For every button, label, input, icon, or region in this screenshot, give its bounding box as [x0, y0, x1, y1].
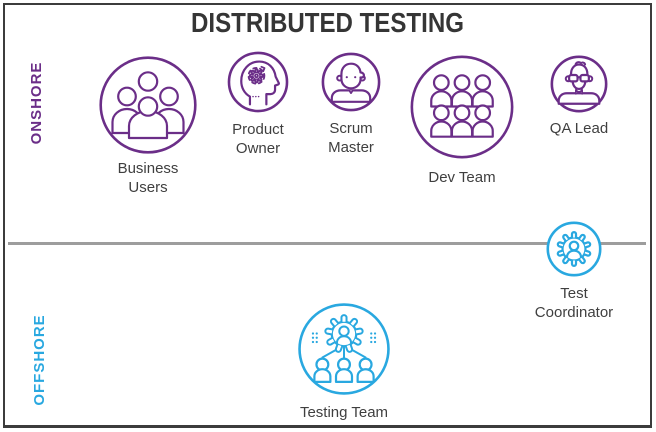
role-label: Test Coordinator — [534, 285, 614, 321]
head-gear-icon — [227, 51, 289, 113]
gear-teeth — [557, 232, 590, 266]
role-label: Testing Team — [299, 404, 389, 421]
role-qa-lead: QA Lead — [533, 55, 625, 138]
role-product-owner: Product Owner — [212, 51, 304, 158]
person-icon — [321, 52, 381, 112]
gear-person-icon — [546, 221, 602, 277]
role-dev-team: Dev Team — [409, 54, 515, 187]
dots — [311, 332, 377, 344]
six-people-group-icon — [409, 54, 515, 160]
diagram-title: DISTRIBUTED TESTING — [191, 7, 464, 38]
role-testing-team: Testing Team — [289, 302, 399, 422]
diagram-canvas: DISTRIBUTED TESTING ONSHORE OFFSHORE Bus… — [3, 3, 652, 428]
role-test-coordinator: Test Coordinator — [526, 221, 622, 322]
dots — [252, 95, 260, 98]
onshore-offshore-divider-line — [8, 242, 646, 245]
role-business-users: Business Users — [98, 55, 198, 197]
gear-teeth — [325, 315, 363, 353]
gear-org-chart-icon — [297, 302, 391, 396]
eyes — [345, 76, 357, 79]
person-glasses-icon — [550, 55, 608, 113]
role-label: Product Owner — [232, 121, 284, 157]
gear-teeth — [250, 69, 263, 82]
role-label: Business Users — [117, 160, 179, 196]
onshore-section-label: ONSHORE — [28, 61, 45, 145]
role-label: Scrum Master — [328, 120, 374, 156]
role-label: QA Lead — [549, 120, 609, 137]
offshore-section-label: OFFSHORE — [31, 314, 48, 406]
people-group-icon — [98, 55, 198, 155]
role-label: Dev Team — [428, 169, 496, 186]
role-scrum-master: Scrum Master — [305, 52, 397, 157]
